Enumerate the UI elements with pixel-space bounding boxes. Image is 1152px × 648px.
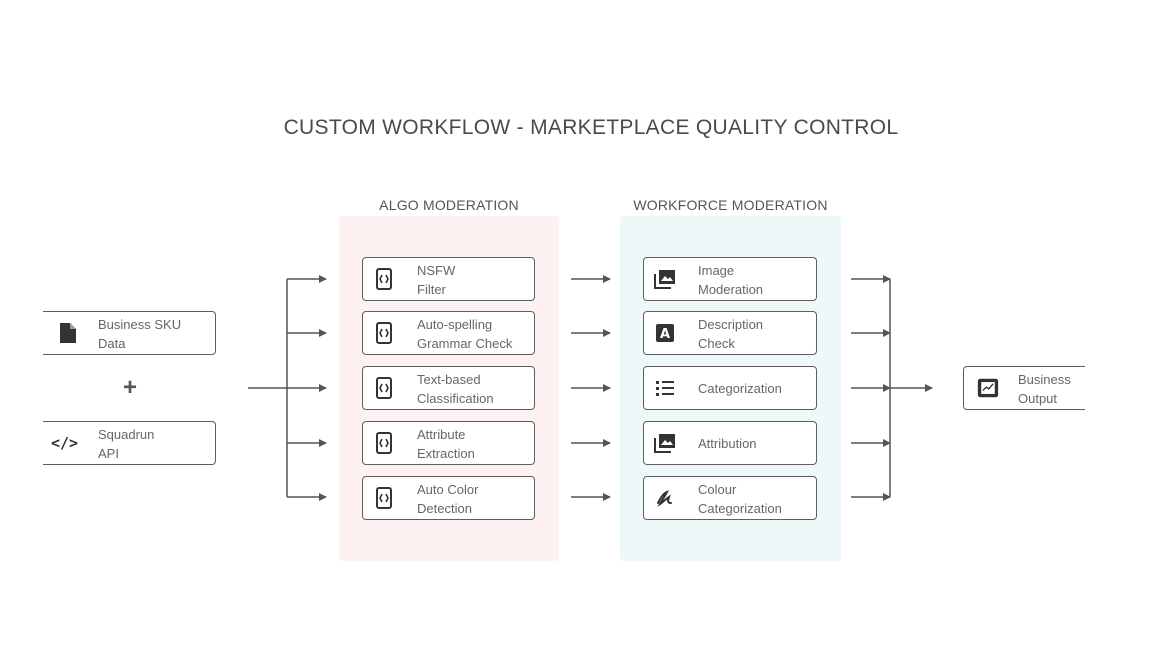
image-icon — [654, 268, 676, 290]
output-label-line1: Business — [1018, 372, 1071, 387]
colour-categorization-box: Colour Categorization — [643, 476, 817, 520]
text-based-classification-box: Text-based Classification — [362, 366, 535, 410]
image-moderation-box: Image Moderation — [643, 257, 817, 301]
step-label-line2: Classification — [417, 391, 494, 406]
step-label-line1: Auto Color — [417, 482, 479, 497]
step-label-line1: Image — [698, 263, 735, 278]
step-label-line2: Grammar Check — [417, 336, 513, 351]
algo-moderation-heading: ALGO MODERATION — [379, 197, 519, 213]
algorithm-icon — [373, 377, 395, 399]
step-label-line1: Auto-spelling — [417, 317, 493, 332]
input-label: Business SKU Data — [98, 315, 181, 353]
algorithm-icon — [373, 268, 395, 290]
algorithm-icon — [373, 487, 395, 509]
svg-text:A: A — [660, 327, 670, 342]
step-label-line1: Categorization — [698, 381, 782, 396]
auto-spelling-grammar-box: Auto-spelling Grammar Check — [362, 311, 535, 355]
step-label-line2: Extraction — [417, 446, 475, 461]
attribute-extraction-box: Attribute Extraction — [362, 421, 535, 465]
step-label-line2: Check — [698, 336, 735, 351]
svg-text:</>: </> — [51, 435, 78, 451]
attribution-box: Attribution — [643, 421, 817, 465]
image-icon — [654, 432, 676, 454]
nsfw-filter-box: NSFW Filter — [362, 257, 535, 301]
list-icon — [654, 377, 676, 399]
text-icon: A — [654, 322, 676, 344]
code-icon: </> — [51, 432, 85, 454]
algorithm-icon — [373, 432, 395, 454]
step-label-line1: Description — [698, 317, 764, 332]
step-label-line1: Attribute — [417, 427, 466, 442]
description-check-box: A Description Check — [643, 311, 817, 355]
step-label-line2: Filter — [417, 282, 446, 297]
input-label-line1: Squadrun — [98, 427, 155, 442]
workforce-moderation-heading: WORKFORCE MODERATION — [633, 197, 828, 213]
step-label-line1: Text-based — [417, 372, 481, 387]
plus-sign: + — [122, 374, 137, 401]
output-label-line2: Output — [1018, 391, 1058, 406]
input-label-line2: API — [98, 446, 119, 461]
chart-icon — [977, 377, 999, 399]
squadrun-api-box: </> Squadrun API — [43, 421, 216, 465]
algorithm-icon — [373, 322, 395, 344]
input-label-line2: Data — [98, 336, 126, 351]
diagram-title: CUSTOM WORKFLOW - MARKETPLACE QUALITY CO… — [283, 116, 899, 139]
step-label-line1: NSFW — [417, 263, 456, 278]
step-label-line1: Attribution — [698, 436, 757, 451]
step-label-line2: Categorization — [698, 501, 782, 516]
auto-color-detection-box: Auto Color Detection — [362, 476, 535, 520]
step-label-line1: Colour — [698, 482, 737, 497]
business-sku-data-box: Business SKU Data — [43, 311, 216, 355]
input-label: Squadrun API — [98, 425, 154, 463]
business-output-box: Business Output — [963, 366, 1085, 410]
brush-icon — [654, 487, 676, 509]
step-label-line2: Detection — [417, 501, 472, 516]
document-icon — [57, 322, 79, 344]
categorization-box: Categorization — [643, 366, 817, 410]
step-label-line2: Moderation — [698, 282, 764, 297]
input-label-line1: Business SKU — [98, 317, 182, 332]
